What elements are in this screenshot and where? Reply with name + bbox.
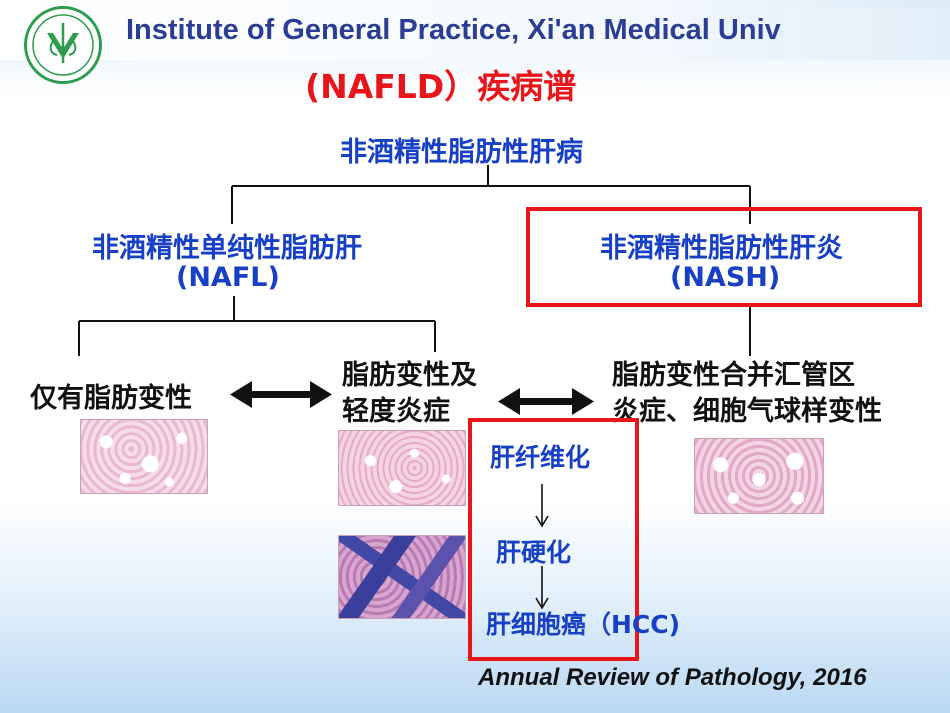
node-nafl-abbr: (NAFL) bbox=[176, 262, 280, 293]
histology-mild-inflammation-image bbox=[338, 430, 466, 506]
node-cirrhosis: 肝硬化 bbox=[496, 538, 572, 567]
node-nash-abbr: (NASH) bbox=[670, 262, 781, 293]
institute-title: Institute of General Practice, Xi'an Med… bbox=[126, 14, 786, 46]
node-hcc: 肝细胞癌（HCC) bbox=[486, 610, 681, 639]
node-fibrosis: 肝纤维化 bbox=[490, 443, 591, 472]
node-nash: 非酒精性脂肪性肝炎 bbox=[600, 233, 843, 264]
node-steatosis-nash-line2: 炎症、细胞气球样变性 bbox=[612, 396, 882, 427]
node-steatosis-nash: 脂肪变性合并汇管区 炎症、细胞气球样变性 bbox=[612, 358, 882, 430]
node-steatosis-nash-line1: 脂肪变性合并汇管区 bbox=[612, 360, 855, 391]
node-steatosis-mild-line2: 轻度炎症 bbox=[342, 396, 450, 427]
double-arrow-icon bbox=[498, 388, 594, 415]
double-arrow-icon bbox=[230, 381, 332, 408]
node-steatosis-only: 仅有脂肪变性 bbox=[30, 383, 192, 414]
node-nafld: 非酒精性脂肪性肝病 bbox=[340, 137, 583, 168]
histology-nash-image bbox=[694, 438, 824, 514]
citation: Annual Review of Pathology, 2016 bbox=[478, 664, 867, 691]
node-nafl: 非酒精性单纯性脂肪肝 bbox=[92, 233, 362, 264]
node-steatosis-mild-line1: 脂肪变性及 bbox=[342, 360, 477, 391]
page-title: (NAFLD）疾病谱 bbox=[305, 67, 577, 106]
node-steatosis-mild-inflammation: 脂肪变性及 轻度炎症 bbox=[342, 358, 477, 430]
title-fade-mask bbox=[782, 8, 950, 60]
down-arrow-icon bbox=[535, 484, 549, 528]
histology-steatosis-image bbox=[80, 419, 208, 494]
progression-highlight-box bbox=[468, 418, 639, 661]
histology-fibrosis-image bbox=[338, 535, 466, 619]
down-arrow-icon bbox=[535, 566, 549, 610]
university-logo-icon bbox=[24, 6, 102, 84]
nash-highlight-box bbox=[526, 207, 922, 307]
